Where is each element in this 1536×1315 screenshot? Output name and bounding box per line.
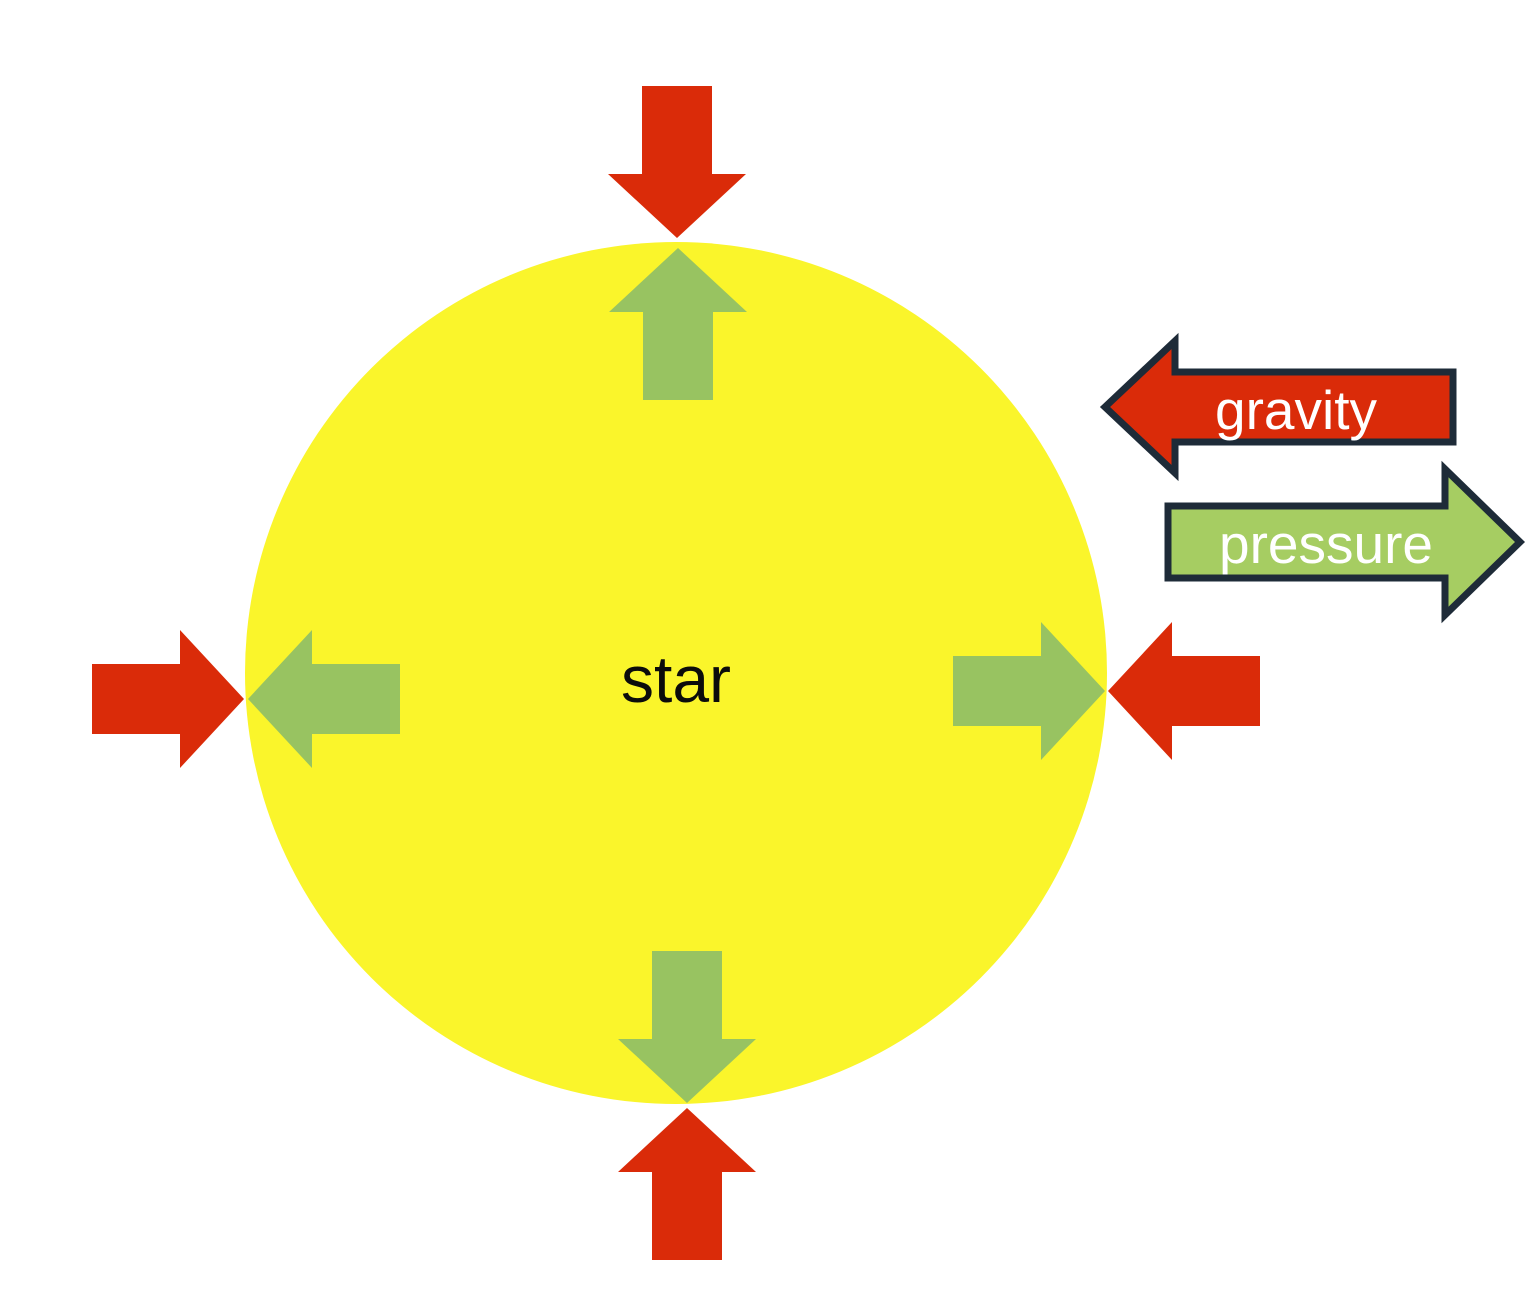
gravity-arrow-bottom-icon [618,1108,756,1260]
star-circle [245,242,1107,1104]
legend-gravity-label: gravity [1215,379,1377,441]
legend-gravity-item: gravity [1105,341,1453,473]
legend-pressure-item: pressure [1168,469,1520,615]
gravity-arrow-left-icon [92,630,244,768]
legend: gravity pressure [1105,341,1520,615]
star-label: star [621,642,731,716]
gravity-arrow-top-icon [608,86,746,238]
gravity-arrow-right-icon [1108,622,1260,760]
legend-pressure-label: pressure [1219,513,1433,575]
